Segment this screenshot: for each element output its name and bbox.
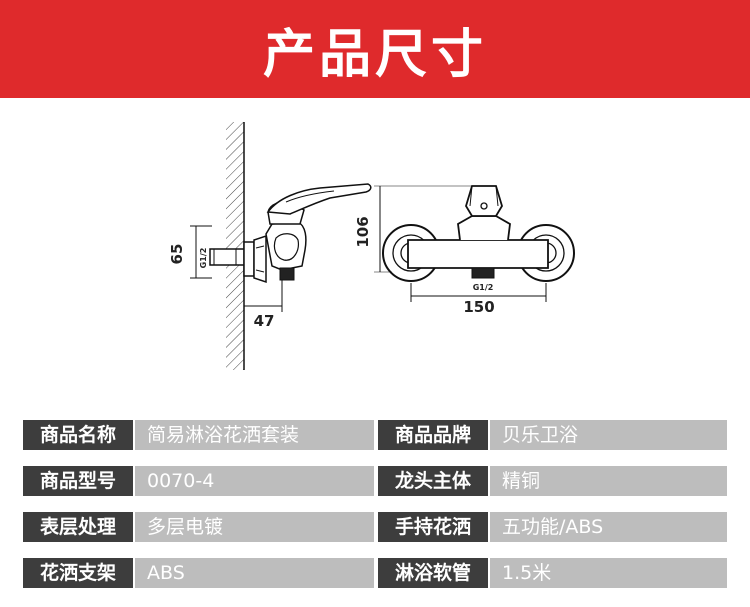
front-thread-label: G1/2 [473, 283, 494, 292]
dimension-drawing: 65 G1/2 47 G1/2 [168, 122, 575, 370]
wall-hatch [226, 122, 244, 370]
spec-row: 商品名称 简易淋浴花洒套装 商品品牌 贝乐卫浴 [23, 420, 727, 450]
spec-label: 表层处理 [23, 512, 133, 542]
outlet-nozzle [279, 267, 295, 281]
header-banner: 产品尺寸 [0, 0, 750, 98]
dimension-diagram: 65 G1/2 47 G1/2 [0, 98, 750, 410]
dim-150-label: 150 [463, 298, 494, 316]
front-body-bar [407, 239, 549, 269]
spec-label: 商品品牌 [378, 420, 488, 450]
spec-row: 商品型号 0070-4 龙头主体 精铜 [23, 466, 727, 496]
side-thread-label: G1/2 [199, 248, 208, 269]
spec-value: ABS [135, 558, 374, 588]
spec-label: 淋浴软管 [378, 558, 488, 588]
lever-handle [266, 183, 372, 215]
spec-value: 贝乐卫浴 [490, 420, 727, 450]
spec-label: 商品名称 [23, 420, 133, 450]
spec-value: 五功能/ABS [490, 512, 727, 542]
spec-label: 龙头主体 [378, 466, 488, 496]
inlet-pipe [209, 248, 245, 266]
spec-label: 手持花洒 [378, 512, 488, 542]
dim-47-label: 47 [254, 312, 275, 330]
spec-row: 花洒支架 ABS 淋浴软管 1.5米 [23, 558, 727, 588]
spec-label: 商品型号 [23, 466, 133, 496]
front-outlet [471, 267, 495, 279]
spec-value: 多层电镀 [135, 512, 374, 542]
spec-value: 简易淋浴花洒套装 [135, 420, 374, 450]
escutcheon [243, 241, 255, 277]
spec-value: 精铜 [490, 466, 727, 496]
spec-value: 0070-4 [135, 466, 374, 496]
front-view: G1/2 106 150 [354, 185, 575, 316]
center-housing [457, 215, 511, 241]
spec-label: 花洒支架 [23, 558, 133, 588]
spec-value: 1.5米 [490, 558, 727, 588]
spec-row: 表层处理 多层电镀 手持花洒 五功能/ABS [23, 512, 727, 542]
dim-106-label: 106 [354, 216, 372, 247]
hex-nut [253, 234, 267, 284]
side-view: 65 G1/2 47 [168, 122, 372, 370]
dim-65-label: 65 [168, 244, 186, 265]
page-title: 产品尺寸 [262, 24, 487, 85]
